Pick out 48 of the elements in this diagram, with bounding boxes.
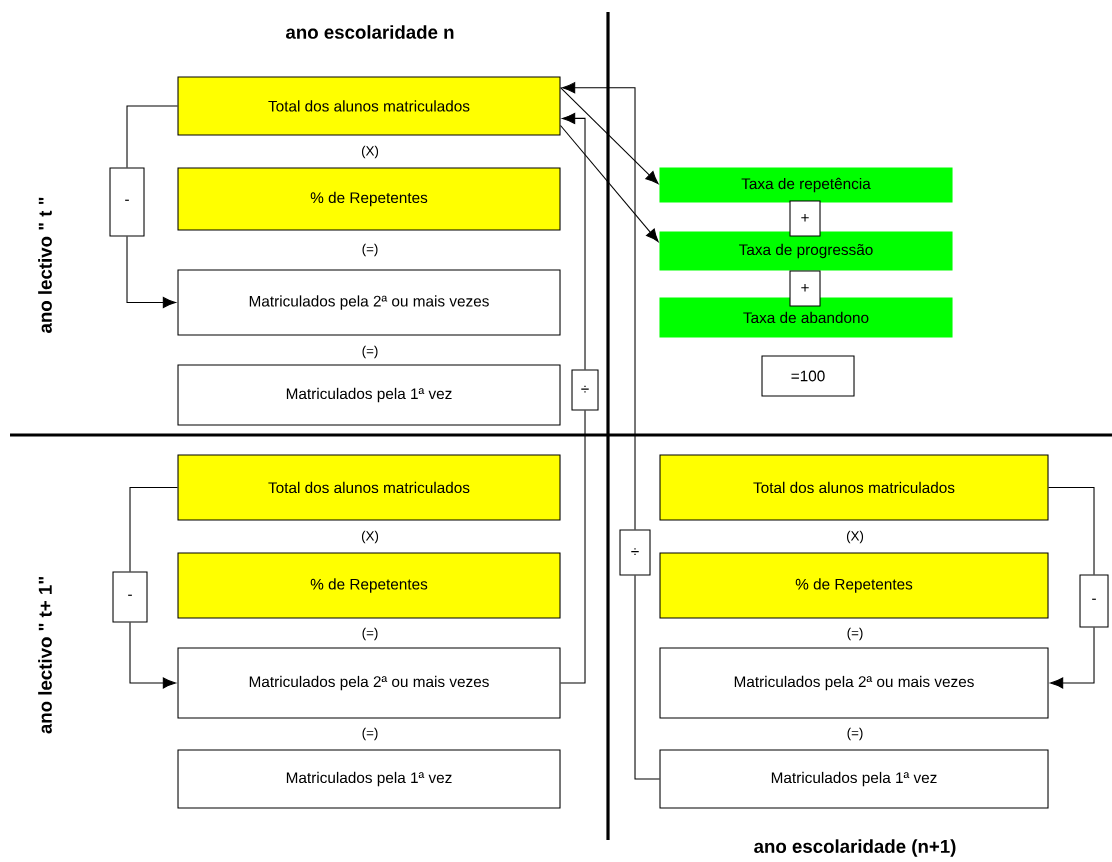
- connector: [562, 112, 586, 370]
- operator-box: ÷: [571, 369, 599, 411]
- axis-title: ano escolaridade (n+1): [754, 839, 956, 857]
- connector: [1048, 486, 1095, 575]
- quantity-box: Matriculados pela 1ª vez: [177, 364, 561, 426]
- operator-label: (=): [847, 727, 863, 741]
- operator-label: (X): [361, 530, 379, 544]
- operator-box: ÷: [619, 529, 651, 576]
- connector: [560, 87, 659, 185]
- rate-bar: Taxa de repetência: [659, 167, 953, 203]
- quantity-box: % de Repetentes: [659, 552, 1049, 619]
- rate-bar: Taxa de abandono: [659, 297, 953, 338]
- operator-label: (=): [362, 627, 378, 641]
- connector: [1050, 627, 1095, 689]
- connector: [129, 486, 178, 572]
- quantity-box: Matriculados pela 2ª ou mais vezes: [177, 269, 561, 336]
- operator-box: -: [112, 571, 148, 623]
- quantity-box: Total dos alunos matriculados: [177, 76, 561, 136]
- connector: [126, 105, 178, 168]
- connector: [634, 575, 660, 780]
- operator-label: (X): [846, 530, 864, 544]
- connector: [126, 236, 176, 309]
- quantity-box: Total dos alunos matriculados: [177, 454, 561, 521]
- quantity-box: Matriculados pela 2ª ou mais vezes: [659, 647, 1049, 719]
- axis-title: ano escolaridade n: [286, 25, 454, 39]
- connector: [562, 82, 636, 530]
- operator-label: (X): [361, 145, 379, 159]
- operator-label: (=): [847, 627, 863, 641]
- connector: [129, 622, 176, 689]
- quantity-box: Matriculados pela 1ª vez: [177, 749, 561, 809]
- axis-title: ano lectivo " t+ 1": [38, 577, 52, 734]
- result-box: =100: [761, 355, 855, 397]
- quantity-box: % de Repetentes: [177, 167, 561, 231]
- quantity-box: Matriculados pela 1ª vez: [659, 749, 1049, 809]
- rate-bar: Taxa de progressão: [659, 231, 953, 271]
- operator-box: +: [789, 270, 821, 307]
- quantity-box: Total dos alunos matriculados: [659, 454, 1049, 521]
- quantity-box: % de Repetentes: [177, 552, 561, 619]
- connector: [560, 410, 586, 684]
- connector: [560, 124, 659, 243]
- operator-label: (=): [362, 243, 378, 257]
- quantity-box: Matriculados pela 2ª ou mais vezes: [177, 647, 561, 719]
- operator-box: +: [789, 200, 821, 237]
- operator-label: (=): [362, 727, 378, 741]
- operator-label: (=): [362, 345, 378, 359]
- operator-box: -: [1079, 574, 1109, 628]
- operator-box: -: [109, 167, 145, 237]
- axis-title: ano lectivo " t ": [38, 197, 52, 333]
